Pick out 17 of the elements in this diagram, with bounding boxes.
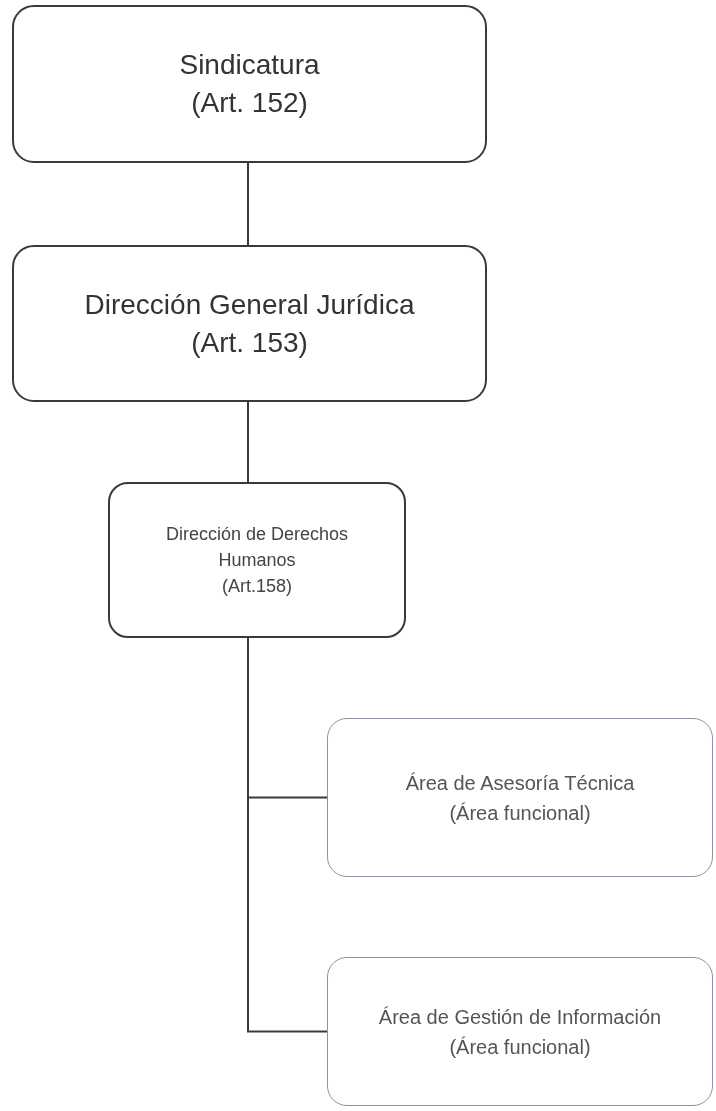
org-box xyxy=(327,957,713,1106)
connector-line xyxy=(247,401,249,483)
article-reference: (Art. 153) xyxy=(191,325,308,360)
unit-name: Área de Asesoría Técnica xyxy=(405,770,635,796)
unit-name: Sindicatura xyxy=(179,48,320,82)
article-reference: (Área funcional) xyxy=(449,800,591,826)
unit-name: Dirección General Jurídica xyxy=(84,287,415,322)
article-reference: (Área funcional) xyxy=(449,1034,591,1060)
article-reference: (Art. 152) xyxy=(191,86,308,120)
org-box xyxy=(12,5,487,163)
article-reference: (Art.158) xyxy=(221,575,293,598)
org-box xyxy=(327,718,713,877)
unit-name: Dirección de Derechos Humanos xyxy=(164,523,350,572)
unit-name: Área de Gestión de Información xyxy=(378,1004,662,1030)
org-box xyxy=(12,245,487,402)
org-box xyxy=(108,482,406,638)
connector-line xyxy=(247,162,249,246)
